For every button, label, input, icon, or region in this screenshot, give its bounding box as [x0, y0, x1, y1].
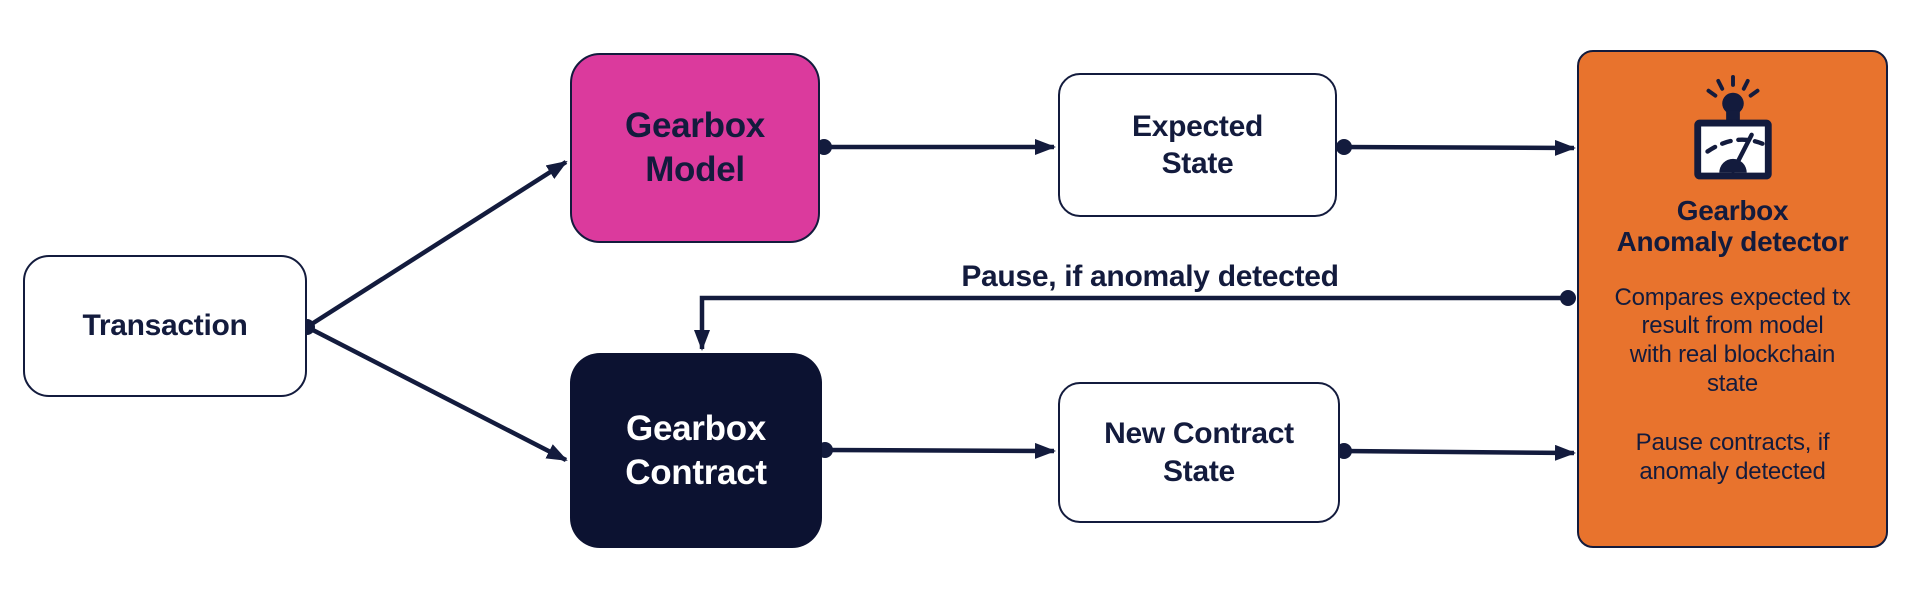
alarm-gauge-icon — [1693, 75, 1772, 180]
pause-edge-label: Pause, if anomaly detected — [961, 260, 1339, 293]
anomaly-detector-title: Gearbox Anomaly detector — [1616, 195, 1849, 257]
node-new-contract-state: New Contract State — [1058, 382, 1340, 523]
node-gearbox-contract: Gearbox Contract — [570, 353, 822, 548]
node-expected-state: Expected State — [1058, 73, 1337, 217]
anomaly-detector-pause-note: Pause contracts, if anomaly detected — [1635, 428, 1830, 485]
node-transaction: Transaction — [23, 255, 307, 397]
anomaly-detector-description: Compares expected tx result from model w… — [1614, 283, 1851, 397]
node-anomaly-detector: Gearbox Anomaly detector Compares expect… — [1577, 50, 1888, 548]
node-gearbox-model: Gearbox Model — [570, 53, 820, 243]
